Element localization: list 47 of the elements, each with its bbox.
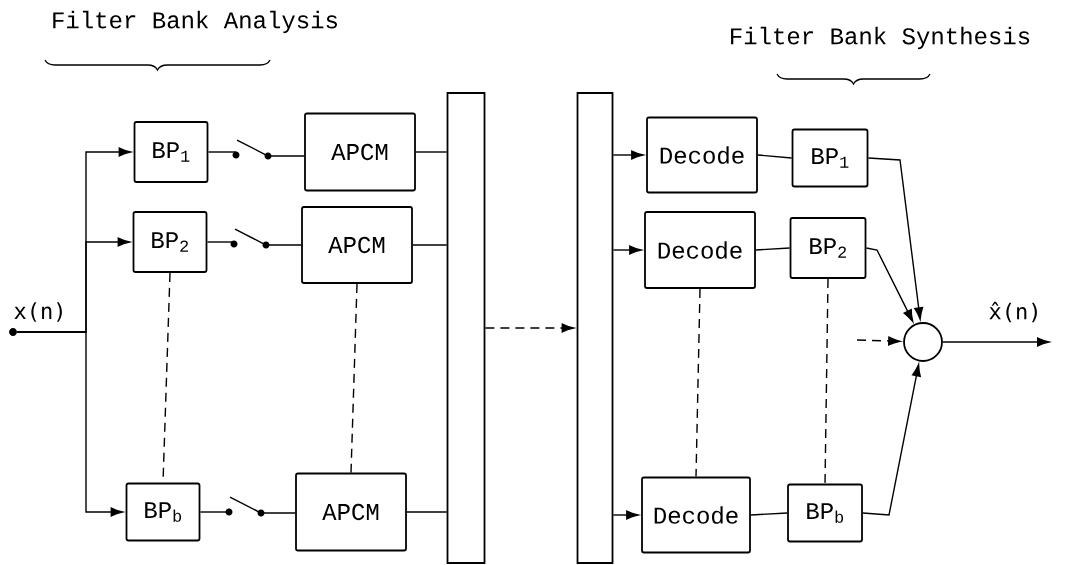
connector <box>199 511 230 513</box>
connector <box>350 283 358 474</box>
connector <box>612 510 639 520</box>
connector <box>755 247 791 251</box>
block-box: Decode <box>646 116 758 194</box>
connector <box>267 155 305 157</box>
connector <box>856 336 901 346</box>
block-box: BP$_{1}$ <box>791 128 869 188</box>
connector <box>260 512 296 514</box>
connector <box>750 512 788 516</box>
block-box: APCM <box>304 112 416 192</box>
connector <box>412 244 448 246</box>
connector <box>824 278 829 485</box>
block-box: APCM <box>301 206 413 284</box>
signal-label: x̂(n) <box>989 301 1037 323</box>
block-box: BP$_{1}$ <box>133 121 209 183</box>
connector <box>695 288 701 478</box>
block-box: BP$_{b}$ <box>125 482 201 542</box>
block-box: BP$_{2}$ <box>132 211 208 273</box>
block-box: Decode <box>641 476 751 554</box>
connector <box>757 154 793 159</box>
connector <box>612 245 642 255</box>
block-box: Decode <box>644 211 756 289</box>
multiplexer-bar <box>576 92 614 564</box>
signal-label: x(n) <box>14 302 62 322</box>
summing-circle <box>903 322 943 362</box>
connector <box>865 247 914 322</box>
switch-symbol <box>230 228 270 249</box>
block-box: BP$_{2}$ <box>789 217 867 279</box>
connector <box>415 151 448 153</box>
connector <box>16 331 124 517</box>
connector <box>484 323 575 333</box>
multiplexer-bar <box>446 92 486 564</box>
connector <box>862 364 921 516</box>
connector <box>406 511 448 513</box>
connector <box>207 151 237 153</box>
heading: Filter Bank Synthesis <box>731 26 1030 50</box>
block-box: APCM <box>295 472 407 552</box>
block-box: BP$_{b}$ <box>787 483 863 543</box>
connector <box>942 337 1050 347</box>
heading: Filter Bank Analysis <box>53 10 337 34</box>
connector <box>206 241 235 243</box>
connector <box>265 244 302 246</box>
switch-symbol <box>232 139 272 160</box>
connector <box>612 150 644 160</box>
switch-symbol <box>225 496 265 517</box>
connector <box>867 157 924 320</box>
